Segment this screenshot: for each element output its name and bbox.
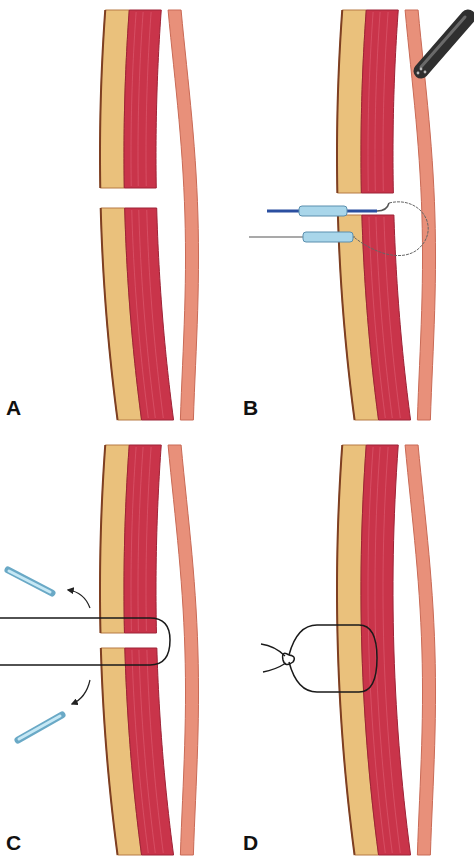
sheath-highlight xyxy=(9,571,50,592)
tissue-panel xyxy=(0,445,199,855)
muscle-fibre xyxy=(146,12,151,186)
muscle-fibre xyxy=(131,12,136,186)
panel-letter: D xyxy=(243,832,258,853)
muscle-fibre xyxy=(131,447,136,631)
peritoneum-layer xyxy=(168,445,198,855)
sheath-tube xyxy=(18,715,62,740)
muscle-layer xyxy=(361,10,398,193)
sheath-highlight xyxy=(19,716,60,739)
tissue-panel xyxy=(249,10,468,420)
skin-edge xyxy=(101,208,118,420)
skin-edge xyxy=(101,648,118,855)
muscle-fibre xyxy=(383,12,388,191)
peritoneum-layer xyxy=(168,10,198,420)
suture-loop xyxy=(289,625,377,692)
laparoscope-highlight xyxy=(421,17,465,67)
muscle-fibre xyxy=(138,447,143,631)
panel-letter: C xyxy=(6,832,21,853)
sheath-tube xyxy=(8,570,52,593)
suture-loop xyxy=(0,618,170,665)
muscle-fibre xyxy=(375,12,380,191)
muscle-layer xyxy=(125,208,174,420)
muscle-fibre xyxy=(383,447,400,853)
muscle-layer xyxy=(124,10,161,188)
scope-lens xyxy=(424,71,427,74)
skin-edge xyxy=(100,10,105,188)
muscle-fibre xyxy=(384,217,400,418)
muscle-fibre xyxy=(147,210,164,418)
muscle-fibre xyxy=(147,650,163,853)
muscle-fibre xyxy=(146,447,151,631)
skin-edge xyxy=(337,445,355,855)
muscle-fibre xyxy=(368,12,373,191)
muscle-layer xyxy=(361,445,411,855)
skin-edge xyxy=(337,10,342,193)
sheath-tube xyxy=(299,206,347,216)
scope-lens xyxy=(417,72,420,75)
needle xyxy=(377,203,389,211)
tissue-panel xyxy=(261,445,436,855)
muscle-layer xyxy=(124,445,161,633)
scope-lens xyxy=(420,68,423,71)
motion-arrow xyxy=(72,680,90,704)
muscle-fibre xyxy=(138,12,143,186)
muscle-layer xyxy=(125,648,174,855)
sheath-tube xyxy=(303,232,353,242)
suture-tail xyxy=(263,663,286,672)
muscle-layer xyxy=(362,215,411,420)
muscle-fibre xyxy=(139,210,156,418)
peritoneum-layer xyxy=(405,445,435,855)
panel-letter: A xyxy=(6,397,21,418)
suture-tail xyxy=(261,644,285,656)
laparoscope xyxy=(421,17,468,71)
skin-edge xyxy=(338,215,355,420)
panel-letter: B xyxy=(243,397,258,418)
suture-thread xyxy=(355,202,428,256)
skin-edge xyxy=(100,445,105,633)
motion-arrow xyxy=(68,590,90,608)
tissue-panel xyxy=(100,10,199,420)
